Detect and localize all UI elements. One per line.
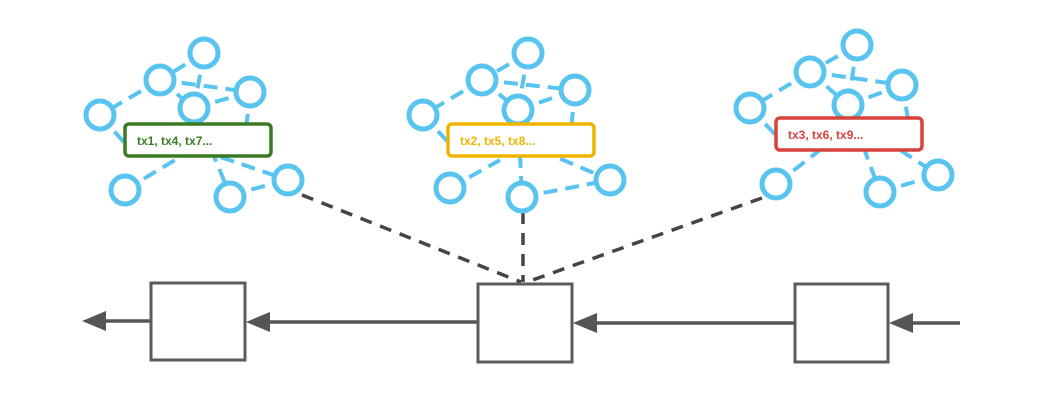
network-node	[83, 98, 117, 132]
shard-network-3: tx3, tx6, tx9...	[733, 28, 955, 209]
network-node	[885, 68, 919, 102]
network-node	[465, 63, 499, 97]
shard-label-box	[446, 122, 596, 158]
network-node	[921, 158, 955, 192]
network-node	[108, 173, 142, 207]
network-node	[793, 55, 827, 89]
main-chain	[82, 281, 960, 364]
network-node	[406, 98, 440, 132]
arrow-head-icon	[573, 313, 597, 333]
shard-label-box	[774, 116, 924, 152]
network-node	[863, 175, 897, 209]
network-node	[831, 88, 865, 122]
arrow-head-icon	[246, 312, 270, 332]
network-node	[143, 63, 177, 97]
arrow-head-icon	[82, 311, 106, 331]
network-node	[233, 75, 267, 109]
arrow-head-icon	[889, 313, 913, 333]
shard-network-1: tx1, tx4, tx7...	[83, 36, 305, 214]
shard-label: tx2, tx5, tx8...	[460, 134, 535, 148]
network-node	[759, 167, 793, 201]
link-shard-3	[526, 196, 763, 284]
network-node	[177, 91, 211, 125]
network-node	[558, 73, 592, 107]
chain-block-2	[476, 282, 574, 364]
network-node	[511, 36, 545, 70]
network-node	[501, 93, 535, 127]
link-shard-1	[301, 193, 522, 284]
network-node	[593, 163, 627, 197]
network-node	[187, 36, 221, 70]
shard-label: tx1, tx4, tx7...	[137, 134, 212, 148]
chain-block-3	[793, 282, 890, 364]
shard-links	[301, 193, 763, 284]
network-node	[271, 163, 305, 197]
network-node	[505, 180, 539, 214]
network-node	[433, 171, 467, 205]
shard-label: tx3, tx6, tx9...	[788, 128, 863, 142]
network-node	[213, 180, 247, 214]
shard-network-2: tx2, tx5, tx8...	[406, 36, 627, 214]
network-node	[733, 91, 767, 125]
shard-label-box	[123, 122, 273, 158]
chain-block-1	[149, 281, 247, 362]
network-node	[840, 28, 874, 62]
